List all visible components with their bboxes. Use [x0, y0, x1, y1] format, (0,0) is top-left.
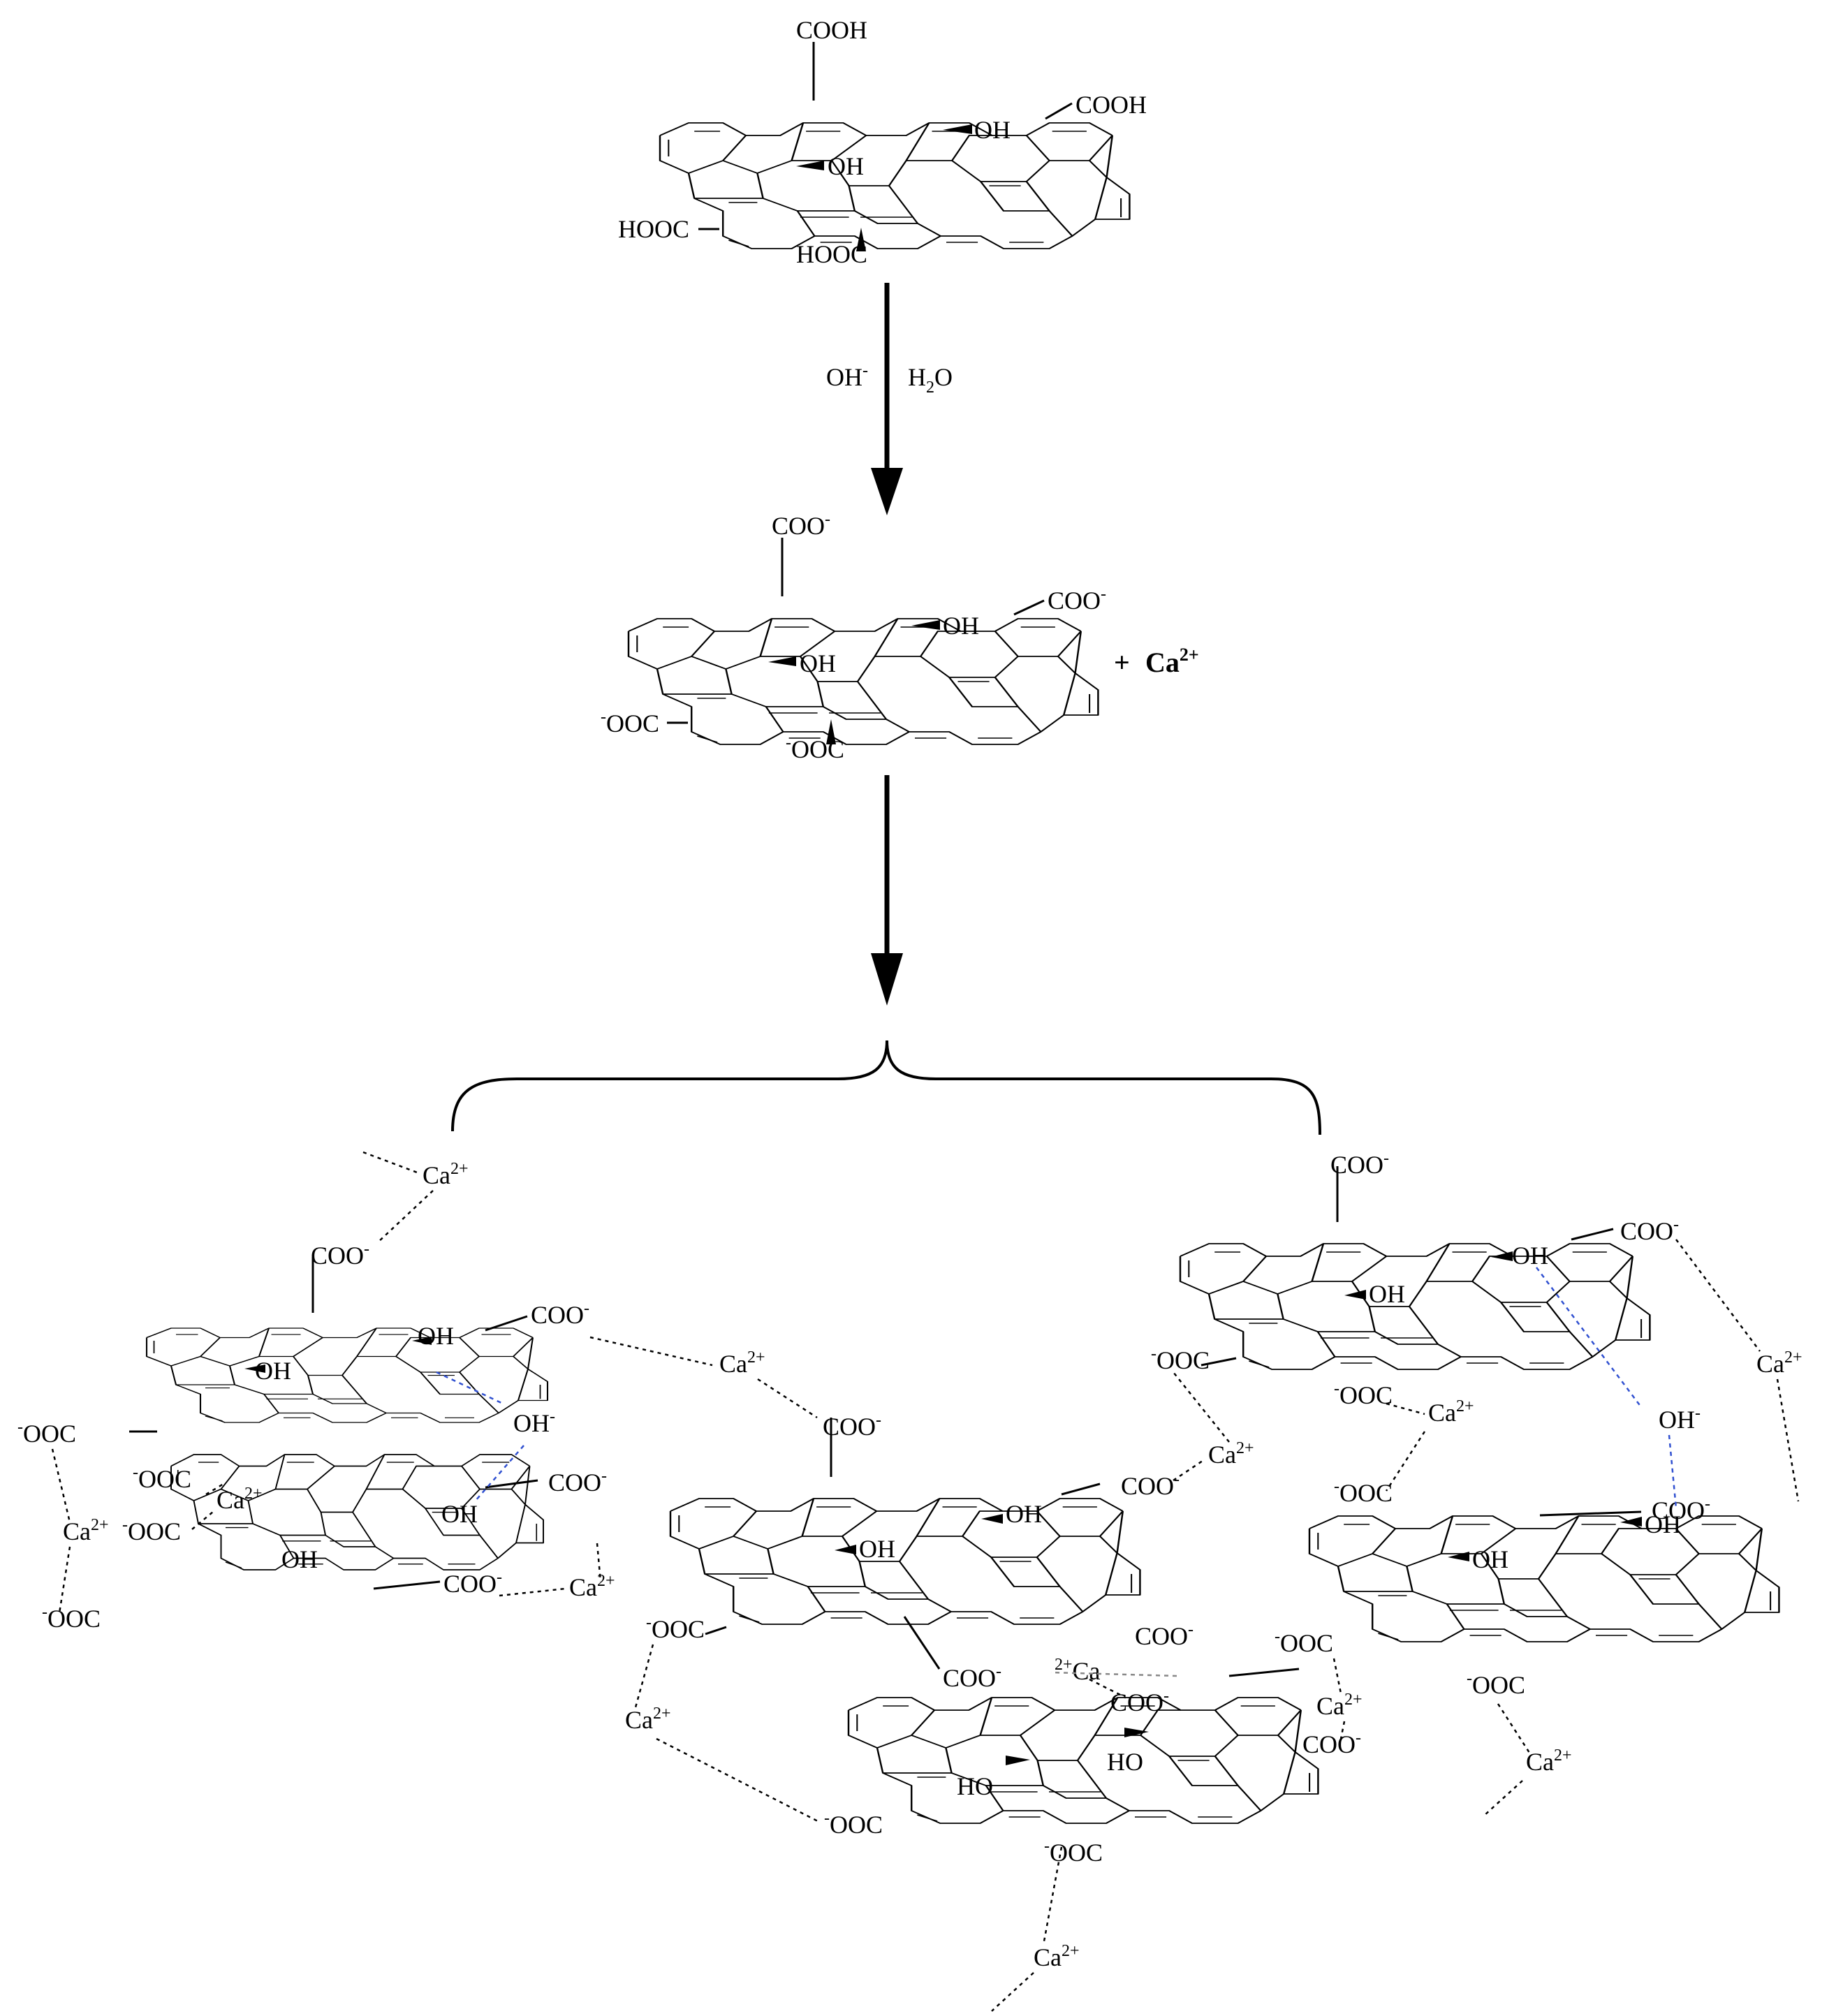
calcium-ion-1: Ca2+: [423, 1160, 469, 1189]
carboxylate-14: -OOC: [17, 1418, 76, 1448]
label-cooh-top: COOH: [796, 16, 867, 44]
carboxylate-3: COO-: [548, 1467, 607, 1496]
calcium-ion-13: Ca2+: [1034, 1942, 1080, 1971]
hydroxyl-2: OH: [255, 1357, 291, 1385]
calcium-reagent: + Ca2+: [1114, 645, 1199, 678]
label-ooc-left: -OOC: [601, 708, 659, 737]
hydroxide-ion-1: OH-: [513, 1408, 555, 1437]
carboxylate-16: -OOC: [122, 1516, 181, 1545]
crosslinked-network: Ca2+ Ca2+ Ca2+ Ca2+ Ca2+ Ca2+ Ca2+ Ca2+ …: [17, 1149, 1802, 2012]
label-cooh-right: COOH: [1075, 91, 1147, 119]
carboxylate-1: COO-: [311, 1240, 369, 1270]
calcium-ion: Ca2+: [1145, 645, 1199, 678]
hydroxyl-12: HO: [957, 1772, 993, 1800]
calcium-ion-10: Ca2+: [625, 1705, 671, 1734]
label-oh-2: OH: [828, 152, 864, 180]
carboxylate-17: -OOC: [42, 1603, 101, 1633]
carboxylate-25: -OOC: [1467, 1670, 1525, 1699]
carboxylate-7: COO-: [943, 1663, 1001, 1692]
carboxylate-23: -OOC: [1334, 1478, 1393, 1507]
hydroxyl-5: OH: [1006, 1500, 1042, 1528]
molecule-carboxylate-form: COO- COO- OH OH -OOC -OOC: [601, 510, 1106, 763]
calcium-ion-11: Ca2+: [1316, 1691, 1363, 1720]
hydroxyl-9: OH: [1645, 1510, 1681, 1538]
calcium-ion-7: Ca2+: [1428, 1397, 1474, 1427]
carboxylate-22: -OOC: [1334, 1380, 1393, 1409]
hydroxyl-4: OH: [281, 1545, 318, 1573]
label-hooc-left: HOOC: [618, 215, 689, 243]
product-brace: [451, 1040, 1321, 1135]
label-oh-3: OH: [943, 612, 979, 640]
carboxylate-4: COO-: [443, 1568, 502, 1598]
hydroxyl-7: OH: [1512, 1242, 1548, 1270]
carboxylate-15: -OOC: [133, 1464, 191, 1493]
carboxylate-24: -OOC: [1275, 1628, 1333, 1657]
calcium-ion-5: Ca2+: [569, 1572, 615, 1601]
calcium-ion-2: Ca2+: [719, 1348, 765, 1378]
label-oh-4: OH: [800, 649, 836, 677]
hydroxyl-10: OH: [1472, 1545, 1508, 1573]
label-oh-1: OH: [974, 116, 1011, 144]
label-ooc-bottom: -OOC: [786, 734, 844, 763]
carboxylate-6: COO-: [1121, 1471, 1180, 1500]
molecule-acid-form: COOH COOH OH OH HOOC HOOC: [618, 16, 1147, 268]
reagent-hydroxide: OH-: [826, 362, 868, 391]
carboxylate-21: -OOC: [1151, 1345, 1210, 1374]
reaction-arrow-2: [871, 775, 903, 1006]
carboxylate-2: COO-: [531, 1300, 589, 1329]
calcium-ion-12: Ca2+: [1526, 1746, 1572, 1776]
carboxylate-10: COO-: [1330, 1149, 1389, 1179]
carboxylate-5: COO-: [823, 1411, 881, 1441]
plus-sign: +: [1114, 647, 1130, 678]
calcium-ion-8: Ca2+: [1756, 1348, 1802, 1378]
calcium-ion-6: Ca2+: [1208, 1439, 1254, 1469]
hydroxyl-8: OH: [1369, 1280, 1405, 1308]
reagent-water: H2O: [908, 363, 953, 397]
carboxylate-12: COO-: [1652, 1495, 1710, 1524]
hydroxide-ion-2: OH-: [1659, 1404, 1701, 1434]
carboxylate-19: -OOC: [824, 1809, 883, 1839]
carboxylate-9: COO-: [1302, 1729, 1361, 1758]
reaction-arrow-1: OH- H2O: [826, 283, 953, 515]
carboxylate-8: COO-: [1110, 1687, 1169, 1716]
hydroxyl-6: OH: [859, 1535, 895, 1563]
carboxylate-20: -OOC: [1044, 1837, 1103, 1867]
carboxylate-18: -OOC: [646, 1614, 705, 1643]
hydroxyl-3: OH: [441, 1500, 478, 1528]
hydroxyl-1: OH: [418, 1322, 454, 1350]
carboxylate-11: COO-: [1620, 1216, 1679, 1245]
calcium-ion-3: Ca2+: [216, 1485, 263, 1514]
label-hooc-bottom: HOOC: [796, 240, 867, 268]
hydroxyl-11: HO: [1107, 1748, 1143, 1776]
carboxylate-13: COO-: [1135, 1621, 1194, 1650]
label-coo-right: COO-: [1048, 585, 1106, 615]
label-coo-top: COO-: [772, 510, 830, 540]
calcium-ion-4: Ca2+: [63, 1516, 109, 1545]
calcium-ion-9: 2+Ca: [1055, 1656, 1101, 1685]
